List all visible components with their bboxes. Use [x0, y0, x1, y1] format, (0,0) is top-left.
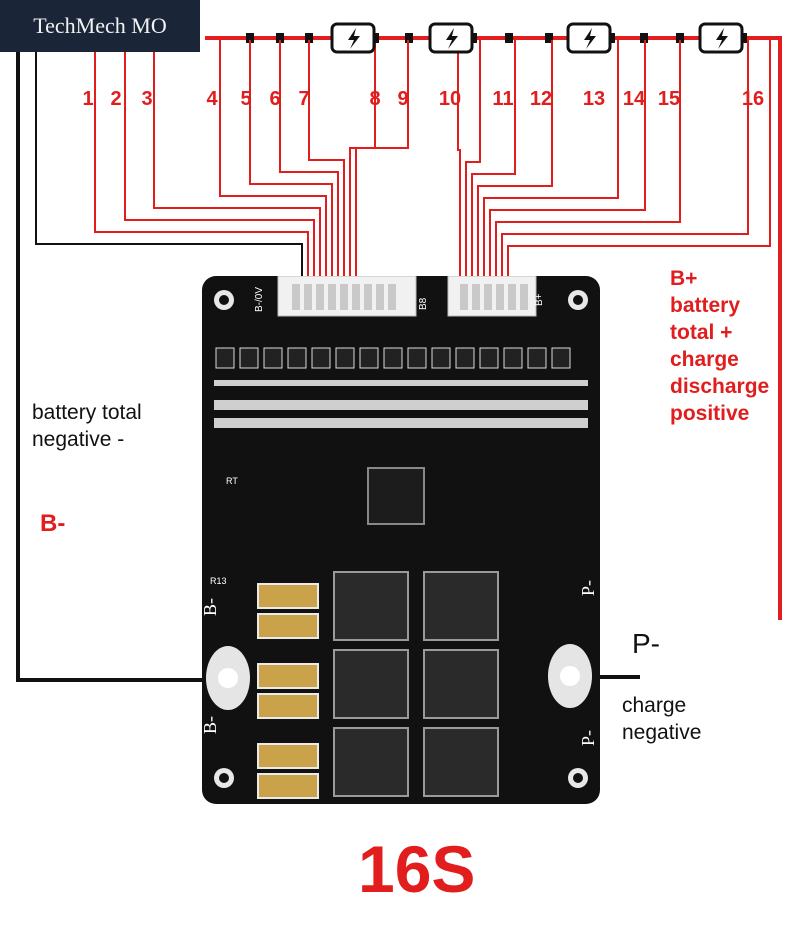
b-minus-wire	[16, 40, 230, 682]
board-type-label: 16S	[358, 832, 476, 906]
silk-p-minus-pad-bottom: P-	[578, 730, 598, 746]
b-minus-label: B-	[40, 510, 66, 537]
cell-number-14: 14	[622, 88, 646, 110]
b-plus-desc-line-4: discharge	[670, 375, 770, 398]
battery-cell-a	[330, 22, 379, 54]
silk-b-minus-0v: B-/0V	[254, 287, 265, 312]
silk-rt: RT	[226, 476, 238, 486]
bms-board: B-/0V B8 B+ B- B- P- P- R13 RT	[200, 275, 600, 804]
watermark-text: TechMech MO	[33, 13, 167, 38]
cell-number-3: 3	[141, 88, 153, 110]
b-plus-desc-line-1: battery	[670, 294, 741, 317]
b-plus-label: B+	[670, 267, 698, 290]
cell-number-7: 7	[298, 88, 310, 110]
silk-b-minus-pad-top: B-	[202, 598, 220, 616]
cell-number-11: 11	[492, 88, 514, 110]
cell-number-15: 15	[657, 88, 681, 110]
cell-number-4: 4	[206, 88, 218, 110]
cell-number-9: 9	[397, 88, 409, 110]
silk-b-minus-pad-bottom: B-	[202, 716, 220, 734]
silk-p-minus-pad-top: P-	[578, 580, 598, 596]
tap-markers	[246, 33, 684, 43]
cell-number-2: 2	[110, 88, 122, 110]
b-plus-desc-line-5: positive	[670, 402, 750, 425]
cell-number-16: 16	[741, 88, 765, 110]
board-art: B-/0V B8 B+ B- B- P- P- R13 RT	[200, 275, 598, 799]
silk-b-plus: B+	[534, 293, 545, 306]
silk-b8: B8	[418, 297, 429, 310]
p-minus-label: P-	[632, 628, 660, 659]
battery-cell-b	[428, 22, 477, 54]
silk-r13: R13	[210, 576, 227, 586]
balance-wire-0	[35, 40, 303, 300]
b-plus-desc-line-3: charge	[670, 348, 739, 371]
cell-number-12: 12	[529, 88, 553, 110]
cell-number-6: 6	[269, 88, 281, 110]
cell-number-10: 10	[438, 88, 462, 110]
balance-wires-right	[457, 40, 771, 300]
cell-number-13: 13	[582, 88, 606, 110]
cell-number-8: 8	[369, 88, 381, 110]
battery-cell-d	[698, 22, 747, 54]
cell-number-5: 5	[240, 88, 252, 110]
b-plus-desc-line-2: total +	[670, 321, 733, 344]
watermark-banner: TechMech MO	[0, 0, 200, 52]
battery-cell-c	[566, 22, 615, 54]
p-minus-desc-line-2: negative	[622, 721, 702, 744]
p-minus-desc-line-1: charge	[622, 694, 687, 717]
b-minus-desc-line-1: battery total	[32, 401, 142, 424]
balance-wires-left	[94, 40, 409, 300]
cell-number-1: 1	[82, 88, 94, 110]
b-plus-wire	[748, 36, 782, 620]
b-minus-desc-line-2: negative -	[32, 428, 125, 451]
